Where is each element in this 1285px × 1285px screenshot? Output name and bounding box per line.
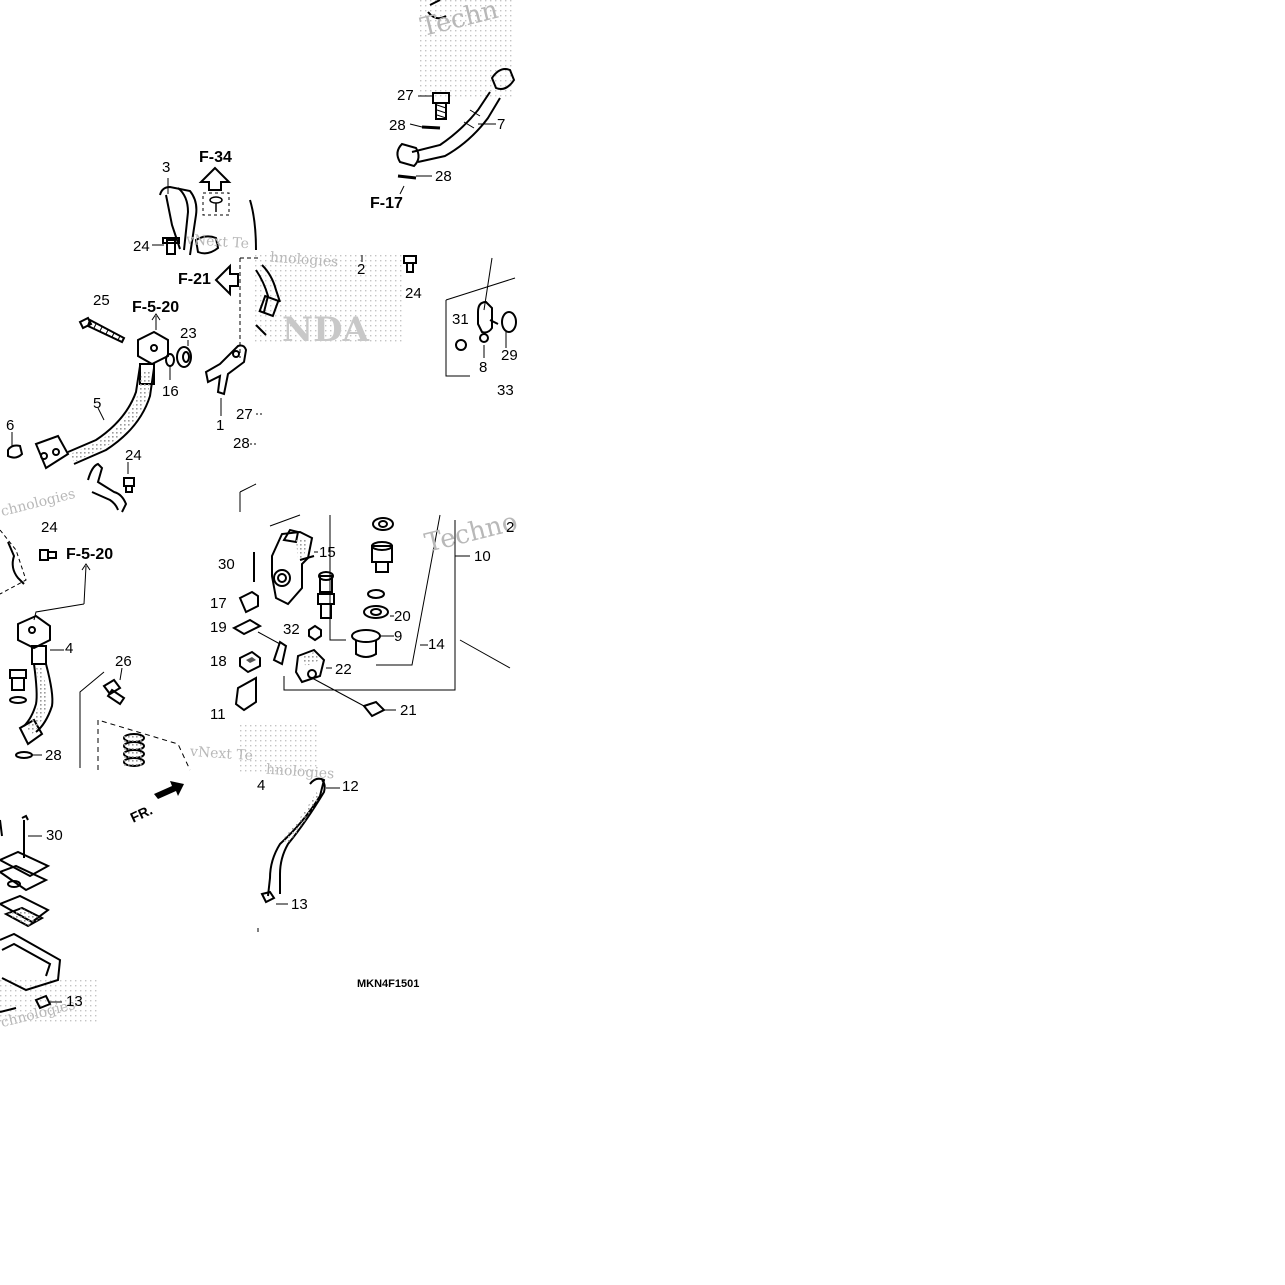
callout-28: 28 (435, 168, 452, 185)
callout-32: 32 (283, 621, 300, 638)
piston-parts-15 (317, 571, 335, 619)
hose-5-assembly (7, 313, 169, 470)
callout-1: 1 (216, 417, 225, 434)
callout-7: 7 (497, 116, 506, 133)
callout-23: 23 (180, 325, 197, 342)
callout-4: 4 (65, 640, 74, 657)
hose-7-assembly (396, 0, 516, 195)
callout-2: 2 (506, 519, 515, 536)
callout-27: 27 (397, 87, 414, 104)
callout-24: 24 (133, 238, 150, 255)
callout-18: 18 (210, 653, 227, 670)
hose-5-shading (70, 370, 152, 462)
callout-28: 28 (45, 747, 62, 764)
bracket-24c (87, 462, 135, 513)
callout-15: 15 (319, 544, 336, 561)
callout-2: 2 (357, 261, 366, 278)
callout-5: 5 (93, 395, 102, 412)
dashed-frame-left (239, 257, 258, 358)
f34-box (202, 192, 230, 216)
callout-30: 30 (218, 556, 235, 573)
callout-24: 24 (41, 519, 58, 536)
nut-32 (308, 624, 322, 642)
screw-f34 (209, 196, 223, 212)
callout-28: 28 (233, 435, 250, 452)
front-arrow (154, 781, 184, 799)
dotted-backgrounds (0, 0, 515, 1025)
callout-24: 24 (125, 447, 142, 464)
cylinder-body (271, 528, 315, 606)
leaders-top-right (409, 95, 496, 177)
reservoir-stack-left (231, 552, 263, 712)
f21-arrow (214, 263, 239, 297)
callout-24: 24 (405, 285, 422, 302)
master-cylinder-10 (269, 514, 511, 691)
ref-f520-bottom: F-5-20 (66, 546, 114, 563)
callout-29: 29 (501, 347, 518, 364)
callout-25: 25 (93, 292, 110, 309)
callout-20: 20 (394, 608, 411, 625)
diagram-code: MKN4F1501 (357, 978, 420, 990)
clamp-13b (34, 994, 52, 1010)
callout-13: 13 (291, 896, 308, 913)
callout-13: 13 (66, 993, 83, 1010)
callout-26: 26 (115, 653, 132, 670)
callout-31: 31 (452, 311, 469, 328)
grommet-23 (176, 346, 192, 368)
hose-4-shading (26, 666, 47, 734)
callout-22: 22 (335, 661, 352, 678)
ref-f21: F-21 (178, 271, 211, 288)
bracket-3 (159, 185, 220, 256)
collar-16 (165, 353, 175, 380)
switch-21 (362, 700, 386, 718)
bracket-1 (204, 344, 248, 396)
bolt-26 (102, 678, 126, 706)
callout-3: 3 (162, 159, 171, 176)
ref-f520-top: F-5-20 (132, 299, 180, 316)
dashed-region-24d (0, 529, 27, 595)
small-hose-piece (249, 199, 281, 336)
callout-10: 10 (474, 548, 491, 565)
callout-21: 21 (400, 702, 417, 719)
ref-f34: F-34 (199, 149, 232, 166)
callout-33: 33 (497, 382, 514, 399)
switch-8 (477, 300, 499, 343)
screw-31 (455, 339, 467, 351)
bolt-24d (39, 549, 57, 561)
lever-pivot-22 (272, 640, 326, 684)
callout-6: 6 (6, 417, 15, 434)
callout-27: 27 (236, 406, 253, 423)
callout-30: 30 (46, 827, 63, 844)
callout-16: 16 (162, 383, 179, 400)
callout-28: 28 (389, 117, 406, 134)
oring-29 (501, 311, 517, 333)
hose-4-assembly (9, 614, 54, 759)
bolt-24b (403, 255, 417, 273)
callout-8: 8 (479, 359, 488, 376)
watermark-9: NDA (282, 310, 369, 350)
callout-4: 4 (257, 777, 266, 794)
callout-14: 14 (428, 636, 445, 653)
callout-9: 9 (394, 628, 403, 645)
callout-12: 12 (342, 778, 359, 795)
dashed-box-spring (97, 719, 191, 771)
ref-f17: F-17 (370, 195, 403, 212)
callout-11: 11 (210, 706, 226, 723)
callout-17: 17 (210, 595, 227, 612)
callout-19: 19 (210, 619, 227, 636)
f34-arrow (198, 166, 232, 191)
